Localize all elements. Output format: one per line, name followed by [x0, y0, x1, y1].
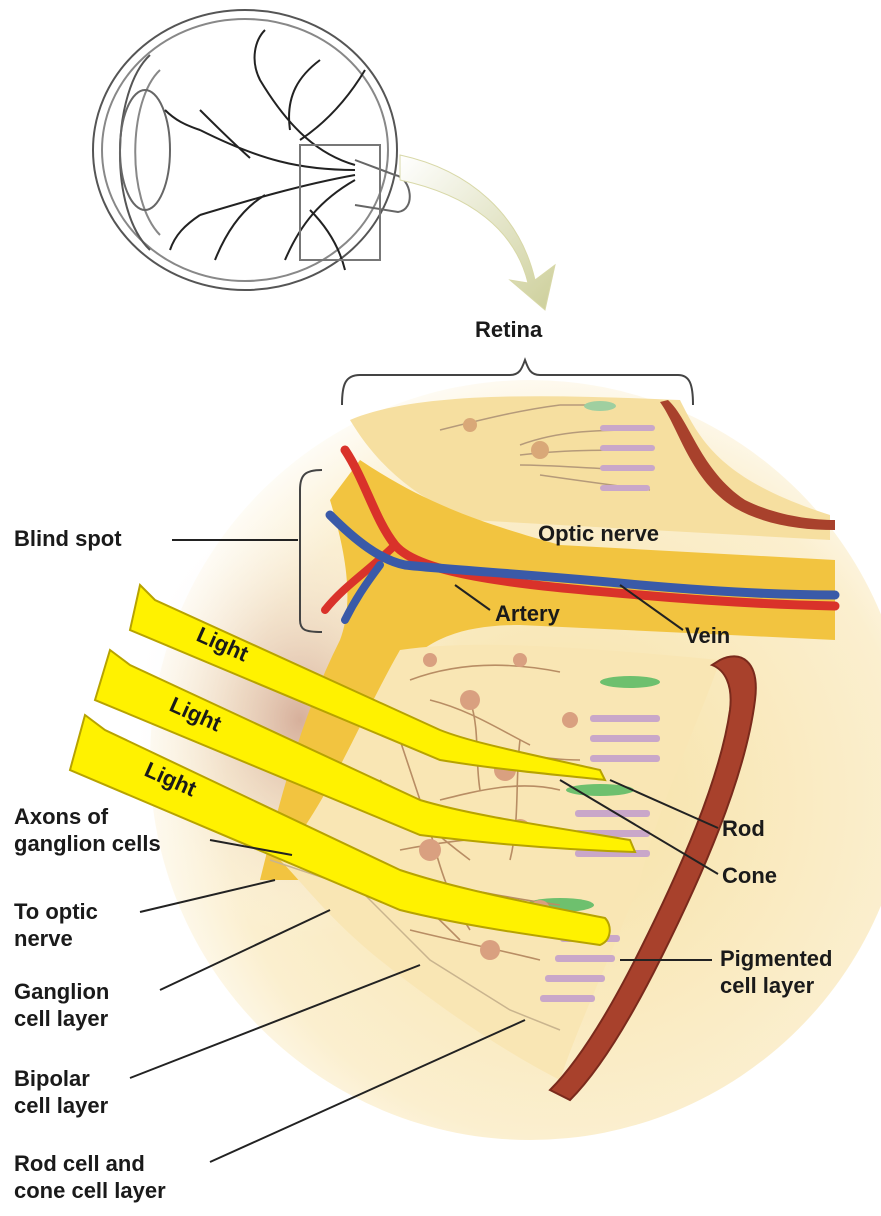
- retina-section: Light Light Light: [70, 360, 881, 1162]
- lens: [120, 90, 170, 210]
- label-to-optic-nerve: To optic nerve: [14, 898, 98, 952]
- magnify-box: [300, 145, 380, 260]
- zoom-arrow: [400, 155, 555, 310]
- label-optic-nerve: Optic nerve: [538, 520, 659, 547]
- label-ganglion-cell-layer: Ganglion cell layer: [14, 978, 109, 1032]
- label-cone: Cone: [722, 862, 777, 889]
- label-blind-spot: Blind spot: [14, 525, 122, 552]
- label-artery: Artery: [495, 600, 560, 627]
- label-pigmented-cell-layer: Pigmented cell layer: [720, 945, 832, 999]
- label-bipolar-cell-layer: Bipolar cell layer: [14, 1065, 108, 1119]
- eyeball-illustration: [93, 10, 410, 290]
- label-rod-cone-cell-layer: Rod cell and cone cell layer: [14, 1150, 166, 1204]
- eye-vessels: [165, 30, 365, 270]
- label-retina: Retina: [475, 316, 542, 343]
- label-vein: Vein: [685, 622, 730, 649]
- label-rod: Rod: [722, 815, 765, 842]
- label-axons-of-ganglion-cells: Axons of ganglion cells: [14, 803, 161, 857]
